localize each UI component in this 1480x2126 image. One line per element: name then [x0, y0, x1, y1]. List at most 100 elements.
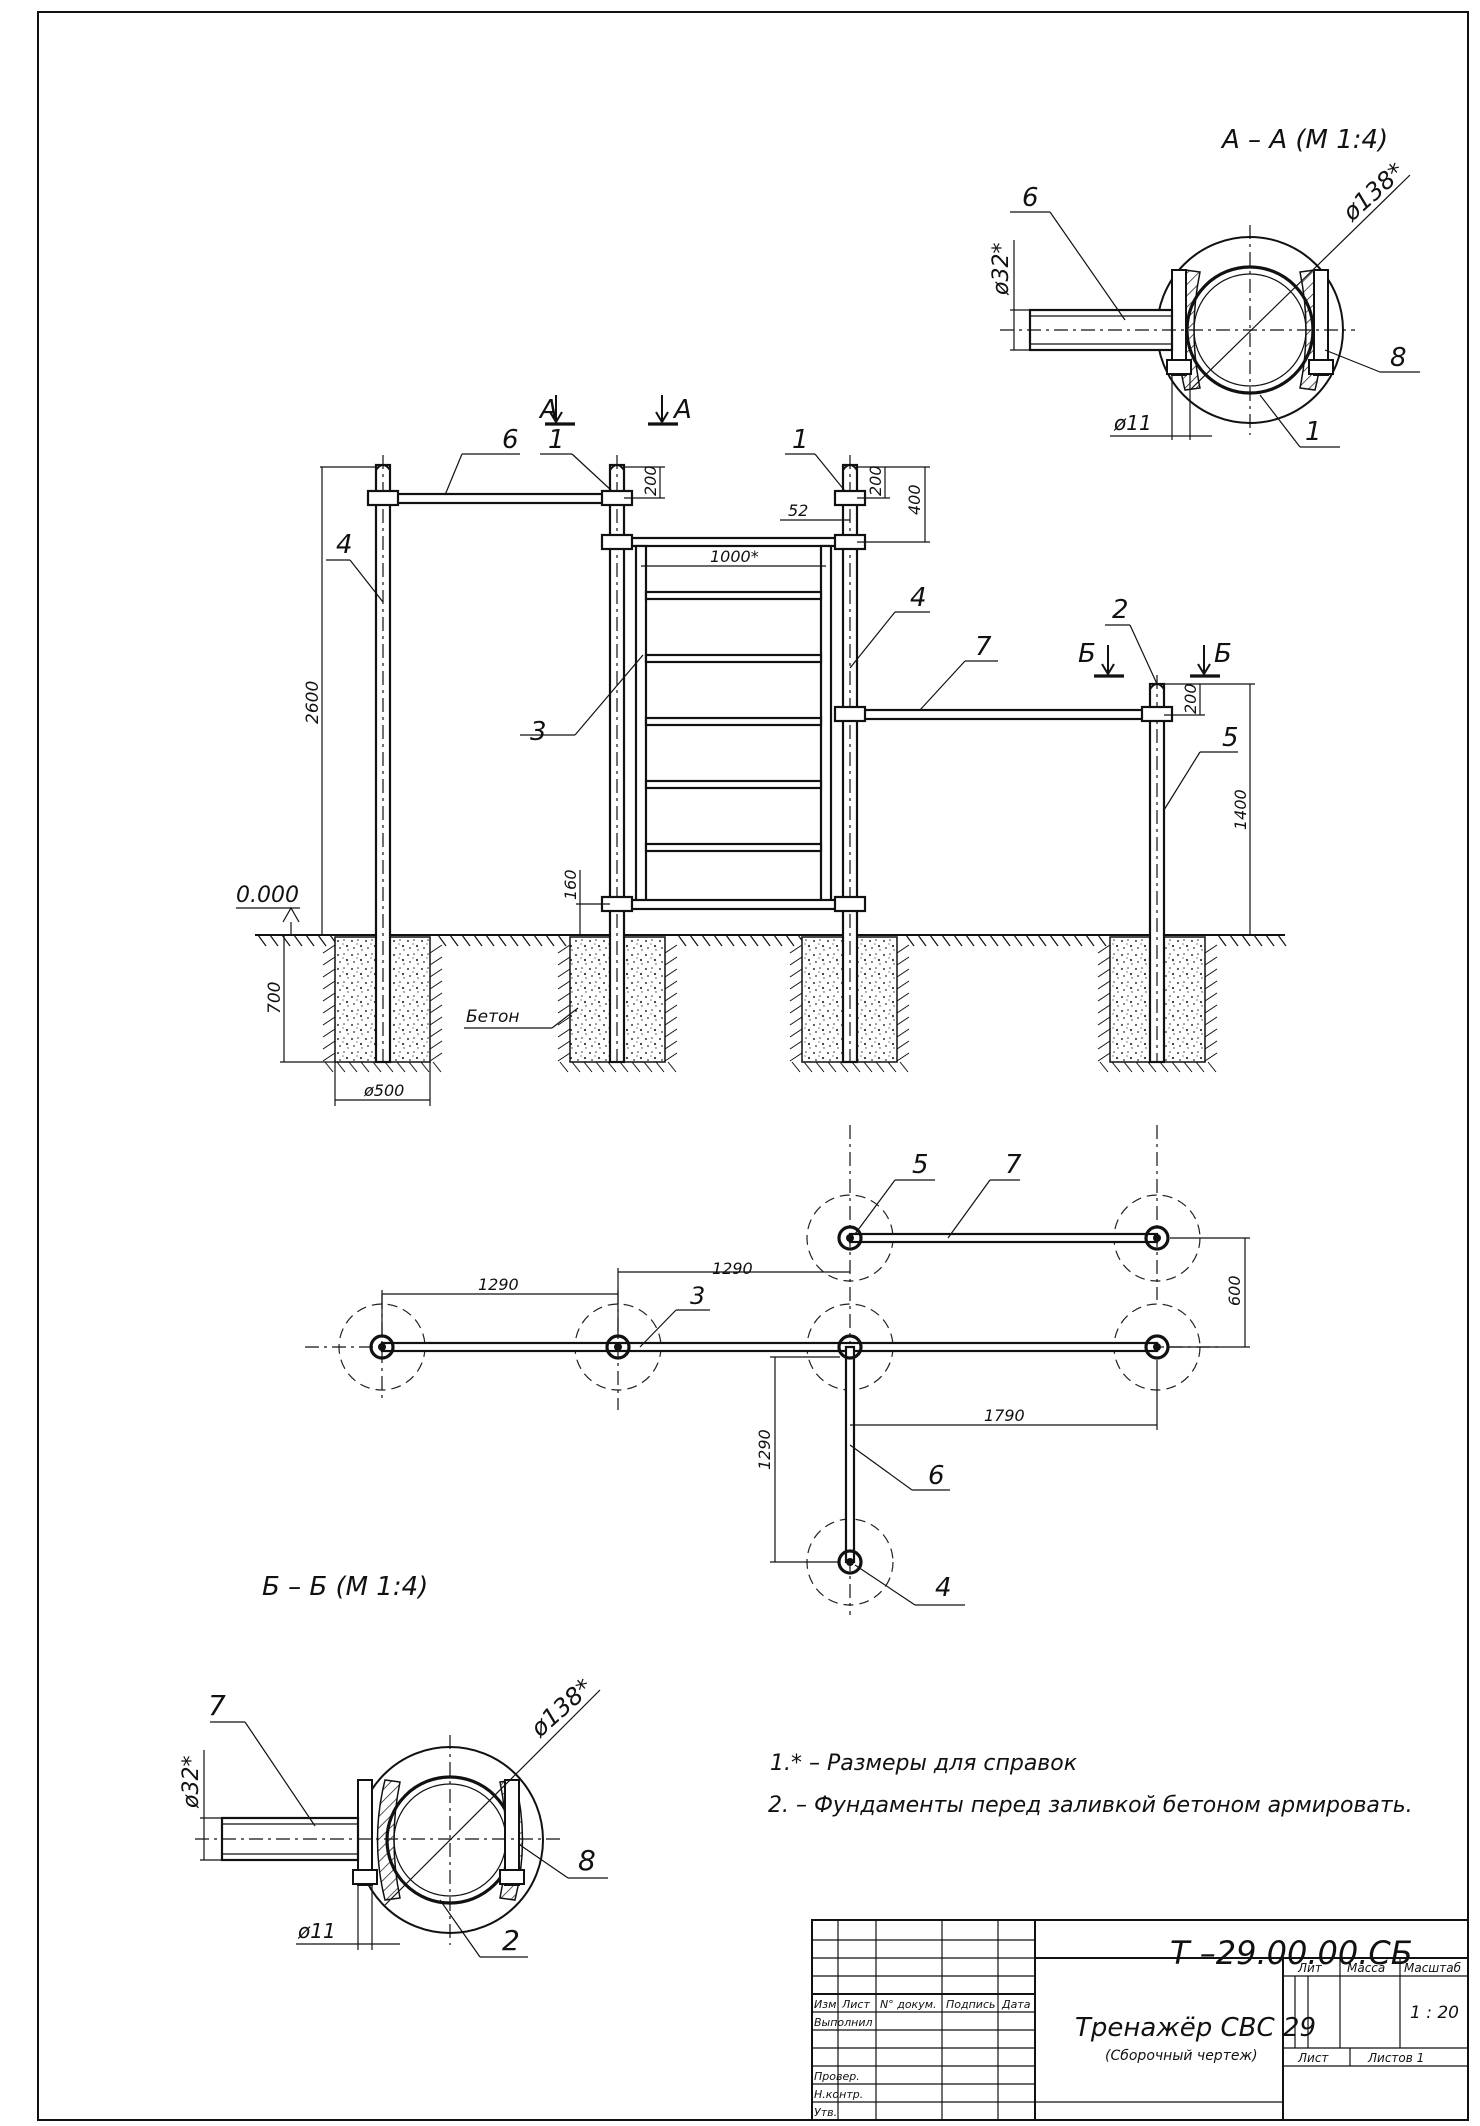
- ground-hatch-tick: [533, 934, 543, 947]
- ground-hatch-tick: [749, 934, 759, 947]
- pit-hatch-tick: [896, 1004, 910, 1014]
- section-b-dia-pipe: ø32*: [179, 1756, 204, 1809]
- pit-hatch-tick: [322, 1004, 336, 1014]
- plan-dim-1290-b: 1290: [712, 1259, 753, 1278]
- tb-col-sign: Подпись: [946, 1998, 995, 2011]
- pit-hatch-tick: [557, 980, 571, 990]
- cut-b-left: Б: [1078, 639, 1096, 669]
- ground-hatch-tick: [989, 934, 999, 947]
- ground-hatch-tick: [1073, 934, 1083, 947]
- pit-hatch-tick: [896, 1040, 910, 1050]
- pit-bottom-hatch-tick: [348, 1061, 358, 1073]
- pit-bottom-hatch-tick: [875, 1061, 885, 1073]
- pit-bottom-hatch-tick: [1183, 1061, 1193, 1073]
- pit-hatch-tick: [664, 944, 678, 954]
- ground-hatch-tick: [1001, 934, 1011, 947]
- pit-hatch-tick: [789, 992, 803, 1002]
- pit-hatch-tick: [1204, 968, 1218, 978]
- pit-hatch-tick: [322, 1016, 336, 1026]
- pit-hatch-tick: [896, 1052, 910, 1062]
- section-a-dia-pipe: ø32*: [989, 243, 1014, 296]
- pit-bottom-hatch-tick: [1147, 1061, 1157, 1073]
- pit-hatch-tick: [1204, 992, 1218, 1002]
- ground-hatch-tick: [1085, 934, 1095, 947]
- tb-col-date: Дата: [1001, 1998, 1031, 2011]
- pit-bottom-hatch-tick: [655, 1061, 665, 1073]
- concrete-label: Бетон: [466, 1007, 520, 1027]
- cut-a-right: А: [672, 395, 692, 425]
- pit-hatch-tick: [557, 956, 571, 966]
- ground-hatch-tick: [269, 934, 279, 947]
- section-a-dia-bolt: ø11: [1113, 411, 1152, 435]
- ground-hatch-tick: [1241, 934, 1251, 947]
- plan-dim-1290-c: 1290: [755, 1429, 774, 1470]
- ground-hatch-tick: [305, 934, 315, 947]
- pit-hatch-tick: [557, 968, 571, 978]
- pit-bottom-hatch-tick: [420, 1061, 430, 1073]
- pit-hatch-tick: [322, 956, 336, 966]
- pit-bottom-hatch-tick: [336, 1061, 346, 1073]
- pit-bottom-hatch-tick: [607, 1061, 617, 1073]
- tb-sheets-label: Листов 1: [1367, 2051, 1424, 2065]
- plan-dim-600: 600: [1225, 1275, 1244, 1306]
- pit-hatch-tick: [557, 1052, 571, 1062]
- pit-hatch-tick: [664, 1004, 678, 1014]
- pit-hatch-tick: [664, 992, 678, 1002]
- pit-hatch-tick: [557, 1016, 571, 1026]
- ground-hatch-tick: [497, 934, 507, 947]
- pit-bottom-hatch-tick: [1111, 1061, 1121, 1073]
- dim-200-c: 200: [1181, 683, 1200, 714]
- pit-hatch-tick: [896, 1016, 910, 1026]
- dim-400: 400: [905, 484, 924, 515]
- ground-hatch-tick: [977, 934, 987, 947]
- pit-hatch-tick: [896, 1028, 910, 1038]
- pit-hatch-tick: [896, 944, 910, 954]
- pit-hatch-tick: [789, 980, 803, 990]
- pit-hatch-tick: [322, 944, 336, 954]
- pit-hatch-tick: [1097, 956, 1111, 966]
- note-2: 2. – Фундаменты перед заливкой бетоном а…: [768, 1793, 1413, 1818]
- pit-bottom-hatch-tick: [827, 1061, 837, 1073]
- pit-bottom-hatch-tick: [791, 1061, 801, 1073]
- pit-hatch-tick: [557, 1004, 571, 1014]
- pit-hatch-tick: [429, 1016, 443, 1026]
- section-a-a: А – А (М 1:4) ø138* ø32* ø11 6: [989, 125, 1420, 448]
- tb-row-norm: Н.контр.: [814, 2088, 863, 2101]
- ground-hatch-tick: [1061, 934, 1071, 947]
- pit-hatch-tick: [1204, 1052, 1218, 1062]
- ground-hatch-tick: [461, 934, 471, 947]
- ground-hatch-tick: [953, 934, 963, 947]
- section-a-dia-outer: ø138*: [1337, 157, 1410, 227]
- pit-hatch-tick: [789, 956, 803, 966]
- pit-hatch-tick: [1097, 1040, 1111, 1050]
- ground-hatch-tick: [1097, 934, 1107, 947]
- dim-160: 160: [561, 869, 580, 900]
- section-b-b: Б – Б (М 1:4) ø138* ø32* ø11 7 8 2: [179, 1572, 608, 1958]
- ground-hatch-tick: [1277, 934, 1287, 947]
- pit-hatch-tick: [322, 980, 336, 990]
- pit-hatch-tick: [429, 1040, 443, 1050]
- ground-hatch: [257, 934, 1287, 1073]
- pit-bottom-hatch-tick: [1171, 1061, 1181, 1073]
- section-a-title: А – А (М 1:4): [1220, 125, 1388, 155]
- pit-hatch-tick: [1097, 944, 1111, 954]
- ground-hatch-tick: [521, 934, 531, 947]
- pit-hatch-tick: [789, 1016, 803, 1026]
- pit-bottom-hatch-tick: [396, 1061, 406, 1073]
- dim-200-b: 200: [866, 465, 885, 496]
- callout-4-a: 4: [336, 530, 353, 560]
- tb-scale-value: 1 : 20: [1410, 2003, 1459, 2023]
- pit-hatch-tick: [664, 956, 678, 966]
- section-b-title: Б – Б (М 1:4): [262, 1572, 428, 1602]
- pit-hatch-tick: [557, 992, 571, 1002]
- pit-hatch-tick: [429, 1004, 443, 1014]
- pit-bottom-hatch-tick: [1135, 1061, 1145, 1073]
- pit-hatch-tick: [557, 1028, 571, 1038]
- section-b-dia-outer: ø138*: [525, 1673, 598, 1743]
- ground-hatch-tick: [929, 934, 939, 947]
- callout-4-b: 4: [910, 583, 927, 613]
- elevation-view: А А Б Б 0.000 2600 700 ø500: [236, 395, 1287, 1106]
- section-a-callout-8: 8: [1390, 343, 1407, 373]
- pit-hatch-tick: [429, 980, 443, 990]
